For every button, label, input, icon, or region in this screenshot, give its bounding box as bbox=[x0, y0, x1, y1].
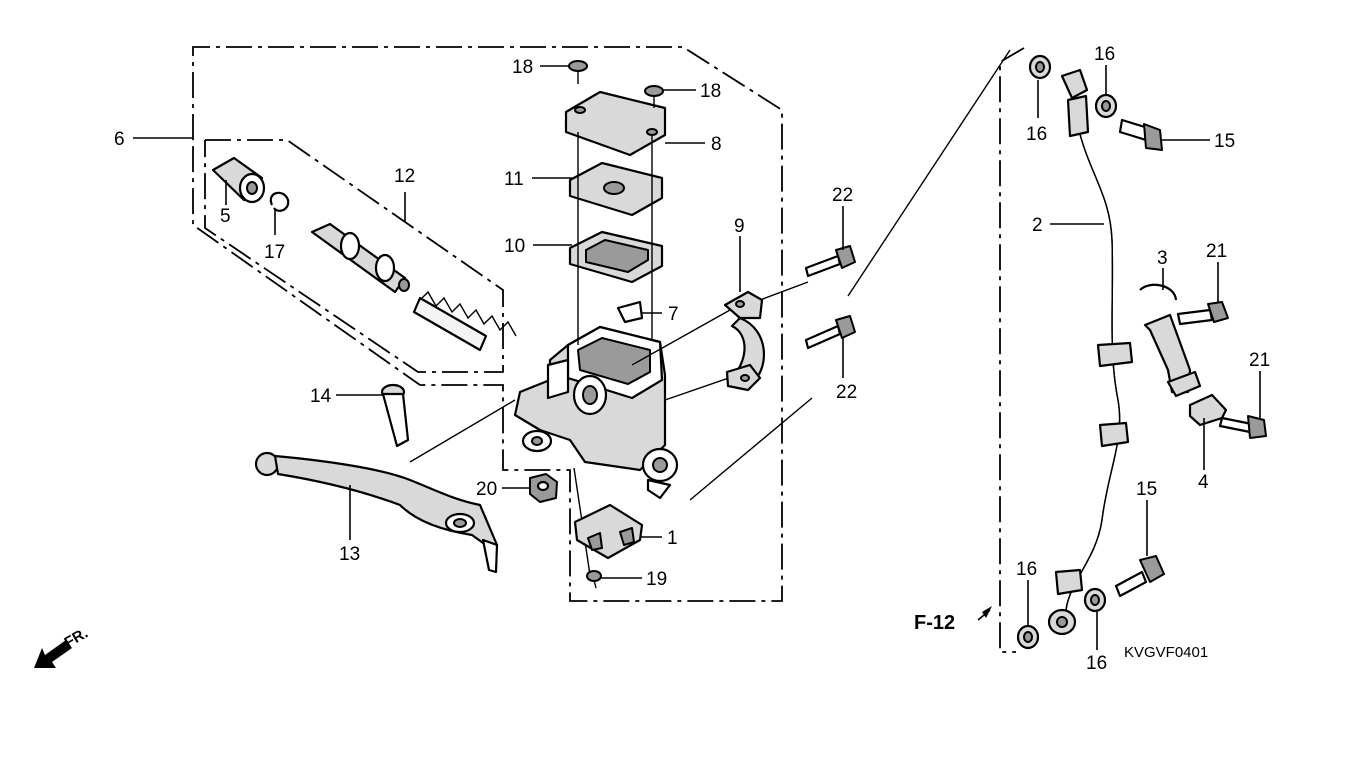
label-part-8: 8 bbox=[711, 134, 722, 155]
brake-hose bbox=[1047, 68, 1134, 636]
sealing-washer-lower-a bbox=[1016, 624, 1040, 650]
oil-bolt-lower bbox=[1114, 555, 1165, 598]
label-part-6: 6 bbox=[114, 129, 125, 150]
sealing-washer-upper-a bbox=[1028, 54, 1052, 80]
label-part-21-upper: 21 bbox=[1206, 241, 1227, 262]
cap-plate bbox=[568, 161, 664, 217]
label-part-15-lower: 15 bbox=[1136, 479, 1157, 500]
circlip bbox=[269, 191, 290, 212]
label-part-2: 2 bbox=[1032, 215, 1043, 236]
piston bbox=[310, 222, 410, 294]
part-labels: 6 18 18 8 11 10 7 9 22 22 12 5 17 14 13 … bbox=[114, 44, 1270, 674]
label-part-16-c: 16 bbox=[1016, 559, 1037, 580]
switch-screw bbox=[586, 570, 602, 589]
holder-bolt-upper bbox=[804, 245, 856, 278]
label-part-18-right: 18 bbox=[700, 81, 721, 102]
label-part-13: 13 bbox=[339, 544, 360, 565]
label-part-16-a: 16 bbox=[1094, 44, 1115, 65]
label-part-5: 5 bbox=[220, 206, 231, 227]
holder-bolt-lower bbox=[804, 315, 856, 350]
diaphragm bbox=[568, 230, 664, 284]
screw-18b bbox=[644, 85, 664, 108]
arrow-down-left-icon bbox=[34, 640, 72, 668]
group-frame-12 bbox=[204, 139, 504, 373]
label-part-19: 19 bbox=[646, 569, 667, 590]
group-frame-6 bbox=[192, 46, 783, 602]
label-part-3: 3 bbox=[1157, 248, 1168, 269]
sealing-washer-upper-b bbox=[1094, 93, 1118, 119]
reference-callout: F-12 bbox=[914, 606, 992, 634]
reservoir-cap bbox=[564, 90, 667, 157]
label-part-11: 11 bbox=[504, 169, 524, 190]
pivot-nut bbox=[529, 473, 558, 503]
pivot-bolt bbox=[380, 383, 410, 448]
assembly-lines bbox=[409, 49, 1011, 576]
label-part-10: 10 bbox=[504, 236, 525, 257]
master-cylinder-body bbox=[513, 325, 679, 500]
hose-clamp bbox=[1139, 283, 1202, 398]
label-part-16-b: 16 bbox=[1026, 124, 1047, 145]
label-part-9: 9 bbox=[734, 216, 745, 237]
front-direction-indicator: FR. bbox=[34, 625, 91, 668]
float-clip bbox=[616, 300, 644, 324]
oil-bolt-upper bbox=[1118, 118, 1163, 151]
label-part-17: 17 bbox=[264, 242, 285, 263]
label-part-22-lower: 22 bbox=[836, 382, 857, 403]
reference-label: F-12 bbox=[914, 612, 955, 634]
screw-18a bbox=[568, 60, 588, 84]
label-part-20: 20 bbox=[476, 479, 497, 500]
label-part-16-d: 16 bbox=[1086, 653, 1107, 674]
label-part-14: 14 bbox=[310, 386, 332, 407]
piston-spring bbox=[412, 290, 517, 352]
reference-arrow-icon bbox=[982, 606, 992, 618]
brake-switch bbox=[573, 503, 644, 560]
leader-lines bbox=[133, 65, 1261, 650]
label-part-12: 12 bbox=[394, 166, 415, 187]
diagram-code: KVGVF0401 bbox=[1124, 644, 1208, 661]
label-part-4: 4 bbox=[1198, 472, 1209, 493]
label-part-18-left: 18 bbox=[512, 57, 533, 78]
label-part-1: 1 bbox=[667, 528, 678, 549]
group-frame-brake-hose bbox=[999, 47, 1025, 653]
clamp-bolt-upper bbox=[1176, 301, 1229, 326]
label-part-22-upper: 22 bbox=[832, 185, 853, 206]
label-part-15-upper: 15 bbox=[1214, 131, 1235, 152]
label-part-21-lower: 21 bbox=[1249, 350, 1270, 371]
piston-boot bbox=[211, 156, 266, 204]
brake-lever bbox=[254, 451, 499, 574]
label-part-7: 7 bbox=[668, 304, 679, 325]
clamp-bolt-lower bbox=[1218, 415, 1267, 439]
mirror-holder bbox=[723, 290, 765, 392]
sealing-washer-lower-b bbox=[1083, 587, 1107, 613]
